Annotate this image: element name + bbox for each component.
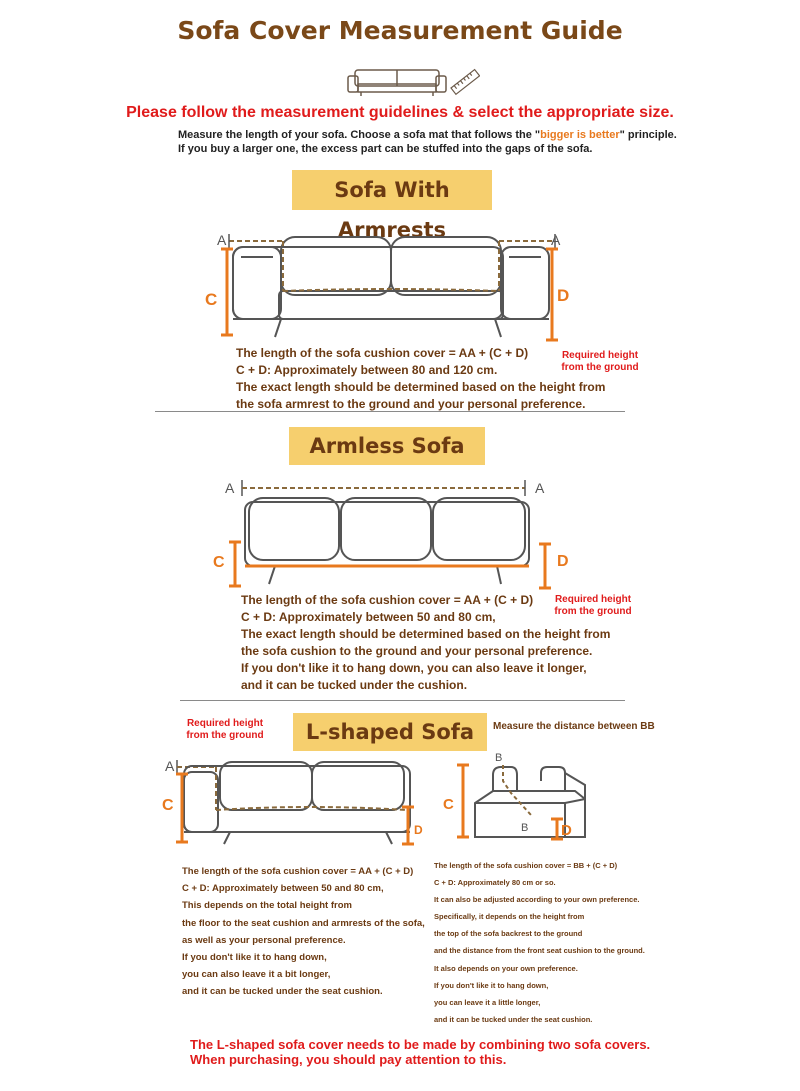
letter-d: D bbox=[561, 822, 572, 839]
letter-a-right: A bbox=[535, 480, 545, 496]
armrest-required-height: Required height from the ground bbox=[561, 350, 639, 373]
letter-d: D bbox=[414, 823, 423, 837]
letter-a-left: A bbox=[225, 480, 235, 496]
divider-1 bbox=[155, 411, 625, 412]
letter-d: D bbox=[557, 286, 569, 305]
lshaped-left-description: The length of the sofa cushion cover = A… bbox=[182, 866, 425, 998]
lshaped-required-height: Required height from the ground bbox=[186, 718, 264, 741]
banner-l-shaped-sofa: L-shaped Sofa bbox=[293, 713, 487, 751]
page-title: Sofa Cover Measurement Guide bbox=[177, 16, 623, 45]
letter-a-right: A bbox=[551, 232, 561, 248]
letter-b-bottom: B bbox=[521, 822, 528, 834]
letter-c: C bbox=[162, 797, 174, 814]
measure-instructions: Measure the length of your sofa. Choose … bbox=[178, 129, 677, 155]
letter-c: C bbox=[443, 796, 454, 813]
letter-a: A bbox=[165, 758, 175, 774]
sofa-icon bbox=[347, 69, 447, 96]
bigger-is-better-highlight: bigger is better bbox=[540, 129, 620, 141]
bottom-note: The L-shaped sofa cover needs to be made… bbox=[190, 1037, 651, 1067]
letter-c: C bbox=[213, 554, 225, 571]
letter-c: C bbox=[205, 290, 217, 309]
armless-sofa-diagram: A A C D bbox=[213, 480, 569, 590]
banner-sofa-with-armrests: Sofa With Armrests bbox=[292, 170, 492, 242]
ruler-icon bbox=[450, 68, 480, 96]
header-icons bbox=[347, 68, 480, 96]
lshaped-right-diagram: B B C D bbox=[443, 752, 586, 841]
armless-required-height: Required height from the ground bbox=[554, 594, 632, 617]
armrest-description: The length of the sofa cushion cover = A… bbox=[236, 346, 606, 411]
armrest-sofa-diagram: A A C D bbox=[205, 232, 569, 342]
armless-description: The length of the sofa cushion cover = A… bbox=[241, 593, 611, 692]
lshaped-right-description: The length of the sofa cushion cover = B… bbox=[434, 861, 645, 1024]
letter-d: D bbox=[557, 553, 569, 570]
letter-a-left: A bbox=[217, 232, 227, 248]
lshaped-left-diagram: A C D bbox=[162, 758, 423, 846]
notice-text: Please follow the measurement guidelines… bbox=[126, 104, 674, 121]
letter-b-top: B bbox=[495, 752, 502, 764]
divider-2 bbox=[180, 700, 625, 701]
banner-armless-sofa: Armless Sofa bbox=[289, 427, 485, 465]
measure-bb-note: Measure the distance between BB bbox=[493, 721, 655, 732]
